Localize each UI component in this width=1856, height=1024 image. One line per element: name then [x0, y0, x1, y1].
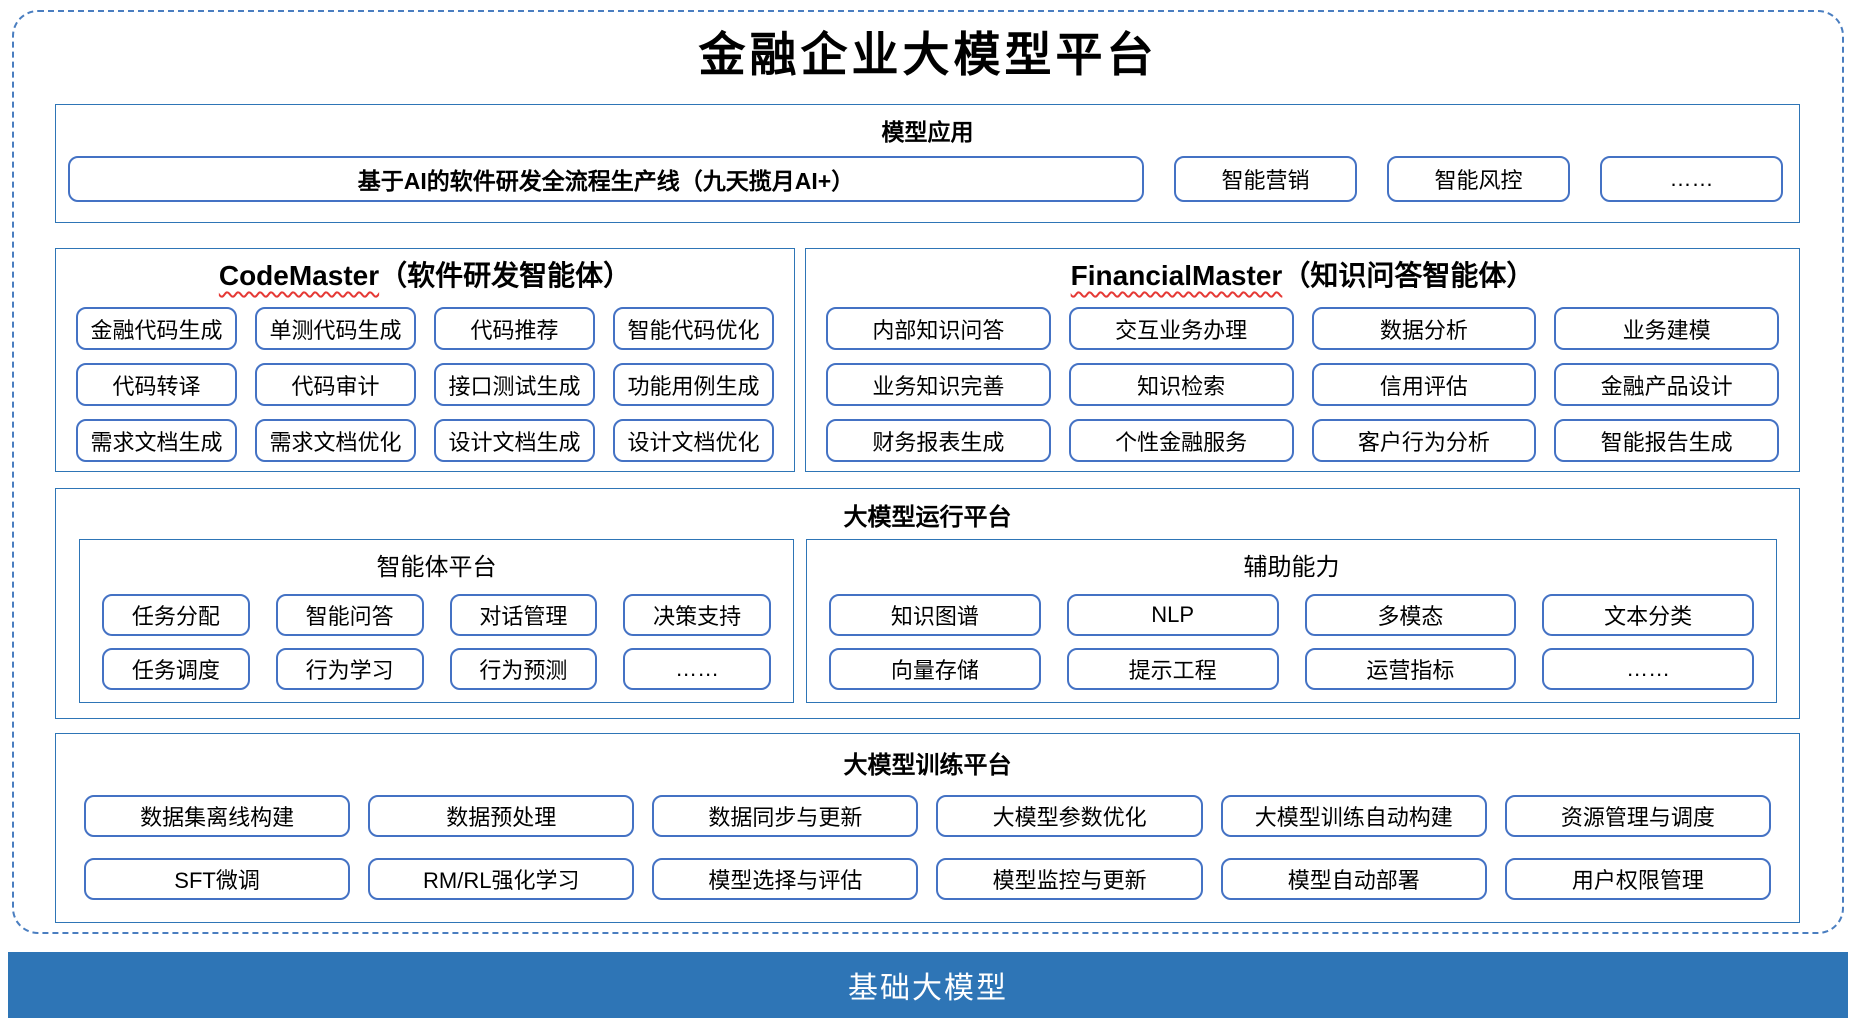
financialmaster-capability-box: 个性金融服务 [1068, 419, 1294, 462]
model-applications-header: 模型应用 [881, 119, 974, 145]
section-training-platform: 大模型训练平台 数据集离线构建数据预处理数据同步与更新大模型参数优化大模型训练自… [55, 733, 1800, 923]
financialmaster-row-3: 财务报表生成个性金融服务客户行为分析智能报告生成 [826, 419, 1779, 462]
training-capability-box: 大模型参数优化 [936, 795, 1203, 837]
agent-capability-box: 决策支持 [623, 594, 771, 636]
financialmaster-capability-box: 信用评估 [1311, 363, 1537, 406]
training-capability-box: 大模型训练自动构建 [1220, 795, 1487, 837]
agent-platform-box: 智能体平台 任务分配智能问答对话管理决策支持 任务调度行为学习行为预测 …… [79, 539, 794, 703]
agent-capability-box: 任务分配 [102, 594, 250, 636]
codemaster-header: CodeMaster（软件研发智能体） [56, 249, 794, 294]
training-capability-box: 模型监控与更新 [936, 858, 1203, 900]
training-capability-box: 用户权限管理 [1504, 858, 1771, 900]
aux-ability-title: 辅助能力 [1243, 554, 1340, 581]
aux-ability-box: 辅助能力 知识图谱 NLP 多模态文本分类 向量存储提示工程运营指标 …… [806, 539, 1777, 703]
codemaster-capability-box: 代码审计 [255, 363, 416, 406]
runtime-platform-header: 大模型运行平台 [843, 504, 1012, 531]
codemaster-capability-box: 需求文档生成 [76, 419, 237, 462]
training-capability-box: 模型选择与评估 [652, 858, 919, 900]
financialmaster-row-2: 业务知识完善知识检索信用评估金融产品设计 [826, 363, 1779, 406]
training-capability-box: 资源管理与调度 [1504, 795, 1771, 837]
training-capability-box: 数据集离线构建 [84, 795, 351, 837]
ai-pipeline-box: 基于AI的软件研发全流程生产线（九天揽月AI+） [68, 156, 1144, 202]
foundation-model-label: 基础大模型 [848, 972, 1008, 1005]
financialmaster-capability-box: 知识检索 [1068, 363, 1294, 406]
training-capability-box: 模型自动部署 [1220, 858, 1487, 900]
section-financialmaster: FinancialMaster（知识问答智能体） 内部知识问答交互业务办理数据分… [805, 248, 1800, 472]
financialmaster-capability-box: 业务知识完善 [826, 363, 1051, 406]
aux-ability-row-1: 知识图谱 NLP 多模态文本分类 [829, 594, 1754, 636]
model-applications-row: 基于AI的软件研发全流程生产线（九天揽月AI+） 智能营销智能风控 …… [68, 156, 1783, 202]
agent-platform-row-1: 任务分配智能问答对话管理决策支持 [102, 594, 771, 636]
financialmaster-capability-box: 金融产品设计 [1554, 363, 1779, 406]
codemaster-capability-box: 代码转译 [76, 363, 237, 406]
codemaster-header-en: CodeMaster [218, 260, 380, 291]
agent-capability-box: …… [623, 648, 771, 690]
aux-capability-box: 运营指标 [1304, 648, 1517, 690]
codemaster-row-3: 需求文档生成需求文档优化设计文档生成设计文档优化 [76, 419, 774, 462]
financialmaster-row-1: 内部知识问答交互业务办理数据分析业务建模 [826, 307, 1779, 350]
application-box: 智能风控 [1387, 156, 1570, 202]
codemaster-capability-box: 接口测试生成 [434, 363, 595, 406]
codemaster-row-2: 代码转译代码审计接口测试生成功能用例生成 [76, 363, 774, 406]
agent-capability-box: 行为预测 [449, 648, 598, 690]
aux-capability-box: 知识图谱 [829, 594, 1041, 636]
financialmaster-header-en: FinancialMaster [1070, 260, 1283, 291]
agent-capability-box: 行为学习 [275, 648, 424, 690]
agent-platform-title: 智能体平台 [376, 554, 497, 581]
codemaster-capability-box: 单测代码生成 [255, 307, 416, 350]
application-box: 智能营销 [1174, 156, 1357, 202]
training-capability-box: RM/RL强化学习 [368, 858, 635, 900]
training-capability-box: 数据预处理 [368, 795, 635, 837]
financialmaster-capability-box: 交互业务办理 [1068, 307, 1294, 350]
section-codemaster: CodeMaster（软件研发智能体） 金融代码生成单测代码生成代码推荐智能代码… [55, 248, 795, 472]
codemaster-capability-box: 功能用例生成 [613, 363, 774, 406]
aux-capability-box: 提示工程 [1066, 648, 1279, 690]
codemaster-capability-box: 智能代码优化 [613, 307, 774, 350]
agent-capability-box: 任务调度 [102, 648, 250, 690]
codemaster-capability-box: 金融代码生成 [76, 307, 237, 350]
training-row-2: SFT微调 RM/RL强化学习模型选择与评估模型监控与更新模型自动部署用户权限管理 [84, 858, 1771, 900]
application-box: …… [1600, 156, 1783, 202]
agent-capability-box: 智能问答 [275, 594, 424, 636]
codemaster-capability-box: 设计文档生成 [434, 419, 595, 462]
aux-capability-box: NLP [1066, 594, 1279, 636]
agent-capability-box: 对话管理 [449, 594, 598, 636]
section-runtime-platform: 大模型运行平台 智能体平台 任务分配智能问答对话管理决策支持 任务调度行为学习行… [55, 488, 1800, 719]
aux-capability-box: …… [1542, 648, 1754, 690]
codemaster-capability-box: 需求文档优化 [255, 419, 416, 462]
aux-capability-box: 向量存储 [829, 648, 1041, 690]
financialmaster-capability-box: 财务报表生成 [826, 419, 1051, 462]
training-capability-box: SFT微调 [84, 858, 351, 900]
codemaster-header-zh: （软件研发智能体） [379, 260, 632, 291]
aux-ability-row-2: 向量存储提示工程运营指标 …… [829, 648, 1754, 690]
agent-platform-row-2: 任务调度行为学习行为预测 …… [102, 648, 771, 690]
financialmaster-capability-box: 业务建模 [1554, 307, 1779, 350]
financialmaster-header-zh: （知识问答智能体） [1282, 260, 1535, 291]
financialmaster-header: FinancialMaster（知识问答智能体） [806, 249, 1799, 294]
financialmaster-capability-box: 智能报告生成 [1554, 419, 1779, 462]
training-row-1: 数据集离线构建数据预处理数据同步与更新大模型参数优化大模型训练自动构建资源管理与… [84, 795, 1771, 837]
aux-capability-box: 多模态 [1304, 594, 1517, 636]
section-model-applications: 模型应用 基于AI的软件研发全流程生产线（九天揽月AI+） 智能营销智能风控 …… [55, 104, 1800, 223]
codemaster-row-1: 金融代码生成单测代码生成代码推荐智能代码优化 [76, 307, 774, 350]
runtime-body: 智能体平台 任务分配智能问答对话管理决策支持 任务调度行为学习行为预测 …… 辅助… [79, 539, 1777, 703]
financialmaster-capability-box: 数据分析 [1311, 307, 1537, 350]
training-platform-header: 大模型训练平台 [843, 752, 1012, 779]
financialmaster-capability-box: 内部知识问答 [826, 307, 1051, 350]
aux-capability-box: 文本分类 [1542, 594, 1754, 636]
financialmaster-capability-box: 客户行为分析 [1311, 419, 1537, 462]
codemaster-capability-box: 代码推荐 [434, 307, 595, 350]
training-capability-box: 数据同步与更新 [652, 795, 919, 837]
codemaster-capability-box: 设计文档优化 [613, 419, 774, 462]
page-title: 金融企业大模型平台 [698, 30, 1158, 82]
foundation-model-bar: 基础大模型 [8, 952, 1848, 1018]
